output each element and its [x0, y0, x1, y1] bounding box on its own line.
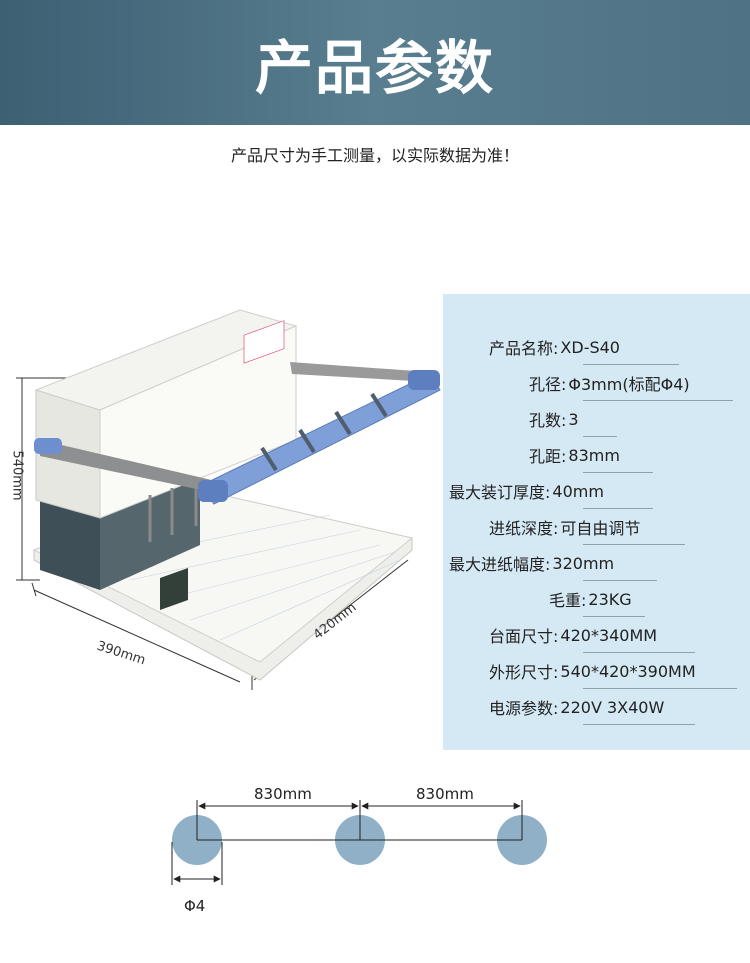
spec-value: 40mm	[552, 481, 604, 501]
spec-row-max-thickness: 最大装订厚度: 40mm	[449, 473, 604, 509]
spec-value: 540*420*390MM	[560, 661, 696, 681]
spec-label: 进纸深度:	[489, 519, 559, 538]
spec-underline	[583, 436, 617, 437]
spec-row-hole-diameter: 孔径: Φ3mm(标配Φ4)	[529, 365, 690, 401]
spec-row-overall-size: 外形尺寸: 540*420*390MM	[489, 653, 696, 689]
hole-spacing-label-2: 830mm	[416, 785, 474, 803]
spec-underline	[583, 616, 645, 617]
spec-underline	[583, 724, 695, 725]
spec-row-table-size: 台面尺寸: 420*340MM	[489, 617, 657, 653]
spec-label: 最大装订厚度:	[449, 483, 551, 502]
spec-row-hole-count: 孔数: 3	[529, 401, 579, 437]
spec-row-name: 产品名称: XD-S40	[489, 329, 620, 365]
spec-label: 最大进纸幅度:	[449, 555, 551, 574]
spec-underline	[583, 544, 685, 545]
spec-row-max-feed-width: 最大进纸幅度: 320mm	[449, 545, 614, 581]
product-illustration	[16, 309, 441, 690]
hole-diameter-label: Φ4	[184, 897, 206, 915]
header-banner: 产品参数	[0, 0, 750, 125]
spec-label: 产品名称:	[489, 339, 559, 358]
spec-label: 孔径:	[529, 375, 567, 394]
hole-spacing-label-1: 830mm	[254, 785, 312, 803]
spec-label: 台面尺寸:	[489, 627, 559, 646]
spec-row-hole-spacing: 孔距: 83mm	[529, 437, 620, 473]
spec-underline	[583, 364, 679, 365]
spec-value: 320mm	[552, 553, 615, 573]
spec-row-gross-weight: 毛重: 23KG	[549, 581, 632, 617]
dimension-height-label: 540mm	[9, 450, 25, 501]
spec-underline	[583, 400, 733, 401]
spec-underline	[583, 580, 657, 581]
spec-value: 3	[568, 409, 579, 429]
spec-underline	[583, 652, 695, 653]
spec-value: 83mm	[568, 445, 620, 465]
spec-panel: 产品名称: XD-S40 孔径: Φ3mm(标配Φ4) 孔数: 3 孔距: 83…	[443, 294, 750, 750]
measurement-note: 产品尺寸为手工测量，以实际数据为准！	[230, 146, 519, 165]
spec-value: 420*340MM	[560, 625, 658, 645]
spec-label: 毛重:	[549, 591, 587, 610]
spec-value: 可自由调节	[560, 519, 641, 538]
spec-underline	[583, 508, 653, 509]
spec-label: 电源参数:	[489, 699, 559, 718]
spec-label: 外形尺寸:	[489, 663, 559, 682]
hole-spacing-diagram	[171, 800, 547, 885]
spec-value: Φ3mm(标配Φ4)	[568, 375, 690, 394]
spec-underline	[583, 688, 737, 689]
spec-row-feed-depth: 进纸深度: 可自由调节	[489, 509, 640, 545]
spec-row-power: 电源参数: 220V 3X40W	[489, 689, 664, 725]
spec-underline	[583, 472, 653, 473]
spec-value: 220V 3X40W	[560, 697, 665, 717]
spec-value: XD-S40	[560, 337, 620, 357]
spec-label: 孔数:	[529, 411, 567, 430]
spec-value: 23KG	[588, 589, 632, 609]
page-title: 产品参数	[254, 33, 495, 102]
spec-label: 孔距:	[529, 447, 567, 466]
